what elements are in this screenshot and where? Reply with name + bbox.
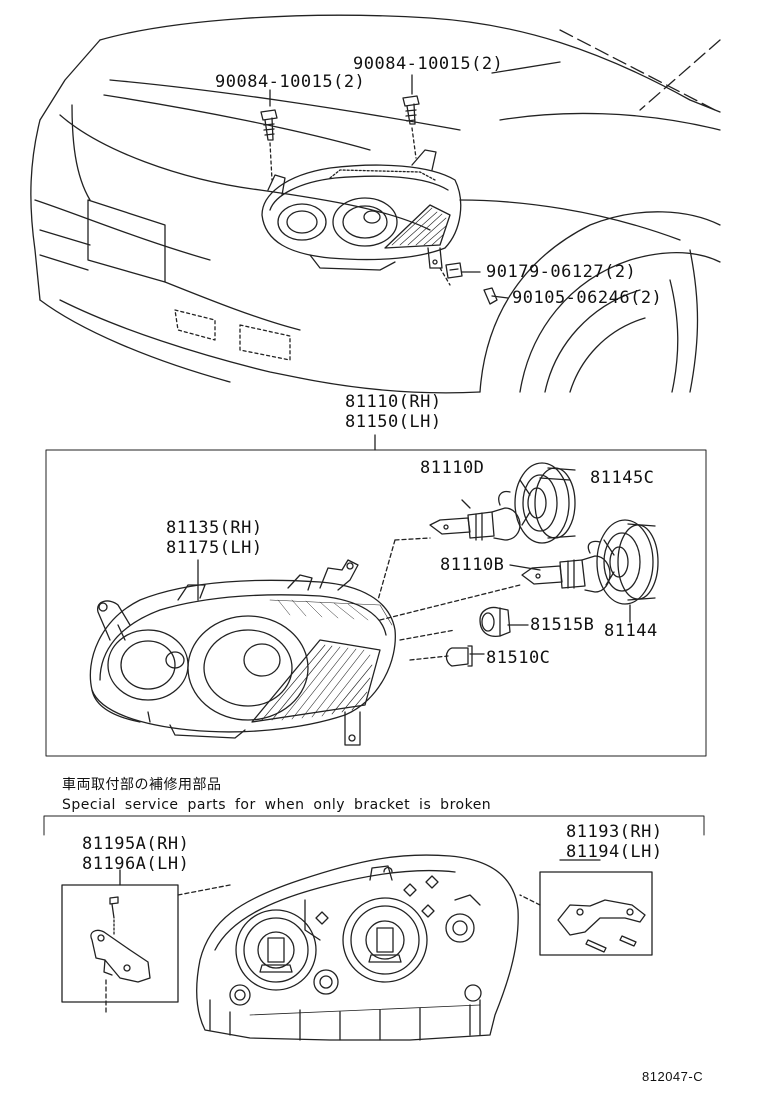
label-bolt-left: 90084-10015(2)	[215, 72, 366, 92]
label-bulb-81110d: 81110D	[420, 458, 485, 478]
assembly-box	[45, 434, 707, 757]
label-bolt-right: 90084-10015(2)	[353, 54, 504, 74]
label-kit-lh: 81194(LH)	[566, 842, 663, 862]
note-english: Special service parts for when only brac…	[62, 797, 492, 813]
headlamp-installed	[261, 149, 462, 271]
headlamp-rear-view	[196, 854, 519, 1041]
headlamp-housing	[89, 559, 396, 746]
label-bulb-81110b: 81110B	[440, 555, 505, 575]
top-fasteners	[260, 61, 561, 305]
kit-box-right	[519, 859, 653, 956]
label-assy-rh: 81110(RH)	[345, 392, 442, 412]
cover-81145c	[514, 462, 576, 544]
label-cover-81144: 81144	[604, 621, 658, 641]
label-screw: 90105-06246(2)	[512, 288, 663, 308]
label-kit-rh: 81193(RH)	[566, 822, 663, 842]
cover-81144	[596, 519, 659, 605]
car-front-outline	[30, 14, 721, 394]
label-assy-lh: 81150(LH)	[345, 412, 442, 432]
kit-box-left	[61, 869, 231, 1016]
label-housing-rh: 81135(RH)	[166, 518, 263, 538]
label-socket-81515b: 81515B	[530, 615, 595, 635]
bulb-81110b	[521, 540, 611, 593]
service-box	[43, 815, 705, 836]
socket-81515b	[479, 606, 511, 638]
label-kit-a-lh: 81196A(LH)	[82, 854, 190, 874]
figure-code: 812047-C	[642, 1069, 704, 1084]
note-japanese: 車両取付部の補修用部品	[62, 777, 222, 793]
bulb-81510c	[445, 645, 473, 667]
label-housing-lh: 81175(LH)	[166, 538, 263, 558]
middle-leaders	[197, 477, 631, 661]
label-clip: 90179-06127(2)	[486, 262, 637, 282]
label-kit-a-rh: 81195A(RH)	[82, 834, 190, 854]
label-bulb-81510c: 81510C	[486, 648, 551, 668]
label-cover-81145c: 81145C	[590, 468, 655, 488]
bulb-81110d	[429, 490, 521, 541]
